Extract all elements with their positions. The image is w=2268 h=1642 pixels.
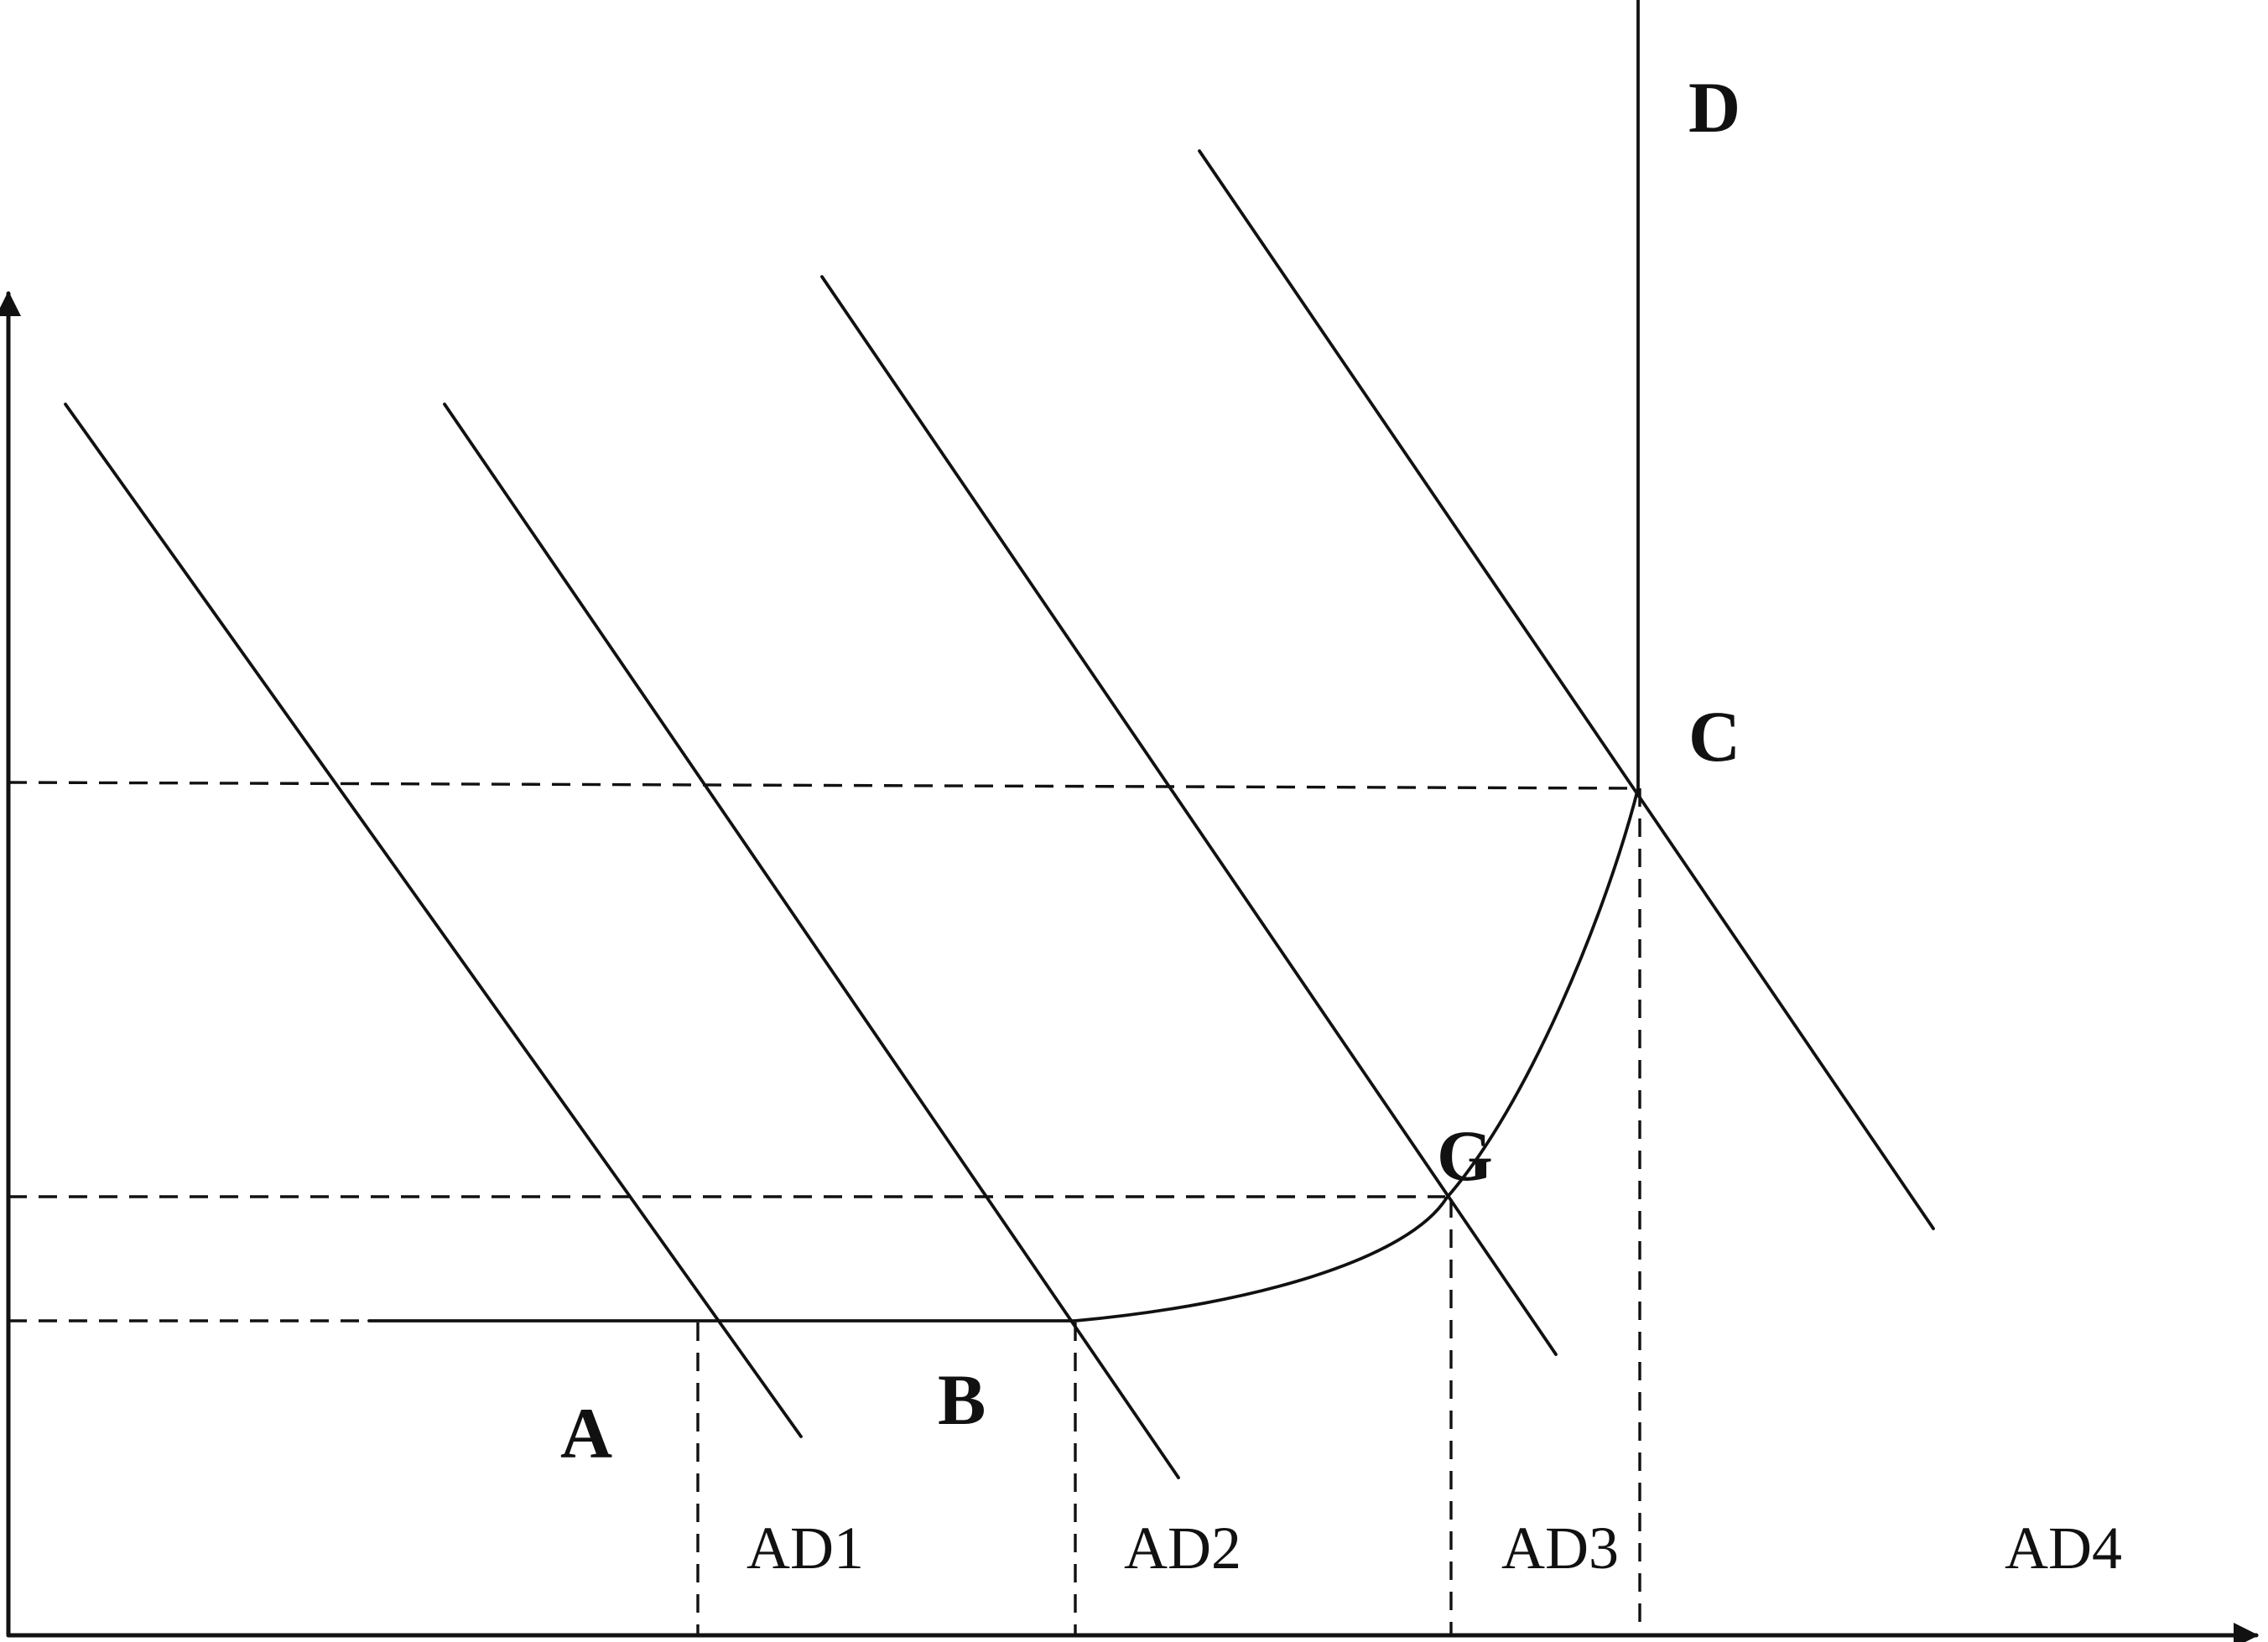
- point-label-c: C: [1688, 696, 1740, 777]
- ad3-curve: [820, 275, 1558, 1356]
- curve-label-ad2: AD2: [1124, 1515, 1241, 1582]
- curve-label-ad3: AD3: [1501, 1515, 1619, 1582]
- price-level-c-dashed: [8, 781, 1639, 790]
- aggregate-supply-curve: [367, 0, 1640, 1322]
- point-label-a: A: [560, 1393, 612, 1473]
- point-label-b: B: [938, 1359, 986, 1440]
- point-label-d: D: [1688, 67, 1740, 148]
- point-label-g: G: [1437, 1115, 1493, 1196]
- ad1-curve: [64, 403, 803, 1438]
- ad4-curve: [1198, 149, 1935, 1230]
- ad2-curve: [443, 403, 1180, 1479]
- curve-label-ad1: AD1: [746, 1515, 864, 1582]
- curve-label-ad4: AD4: [2005, 1515, 2122, 1582]
